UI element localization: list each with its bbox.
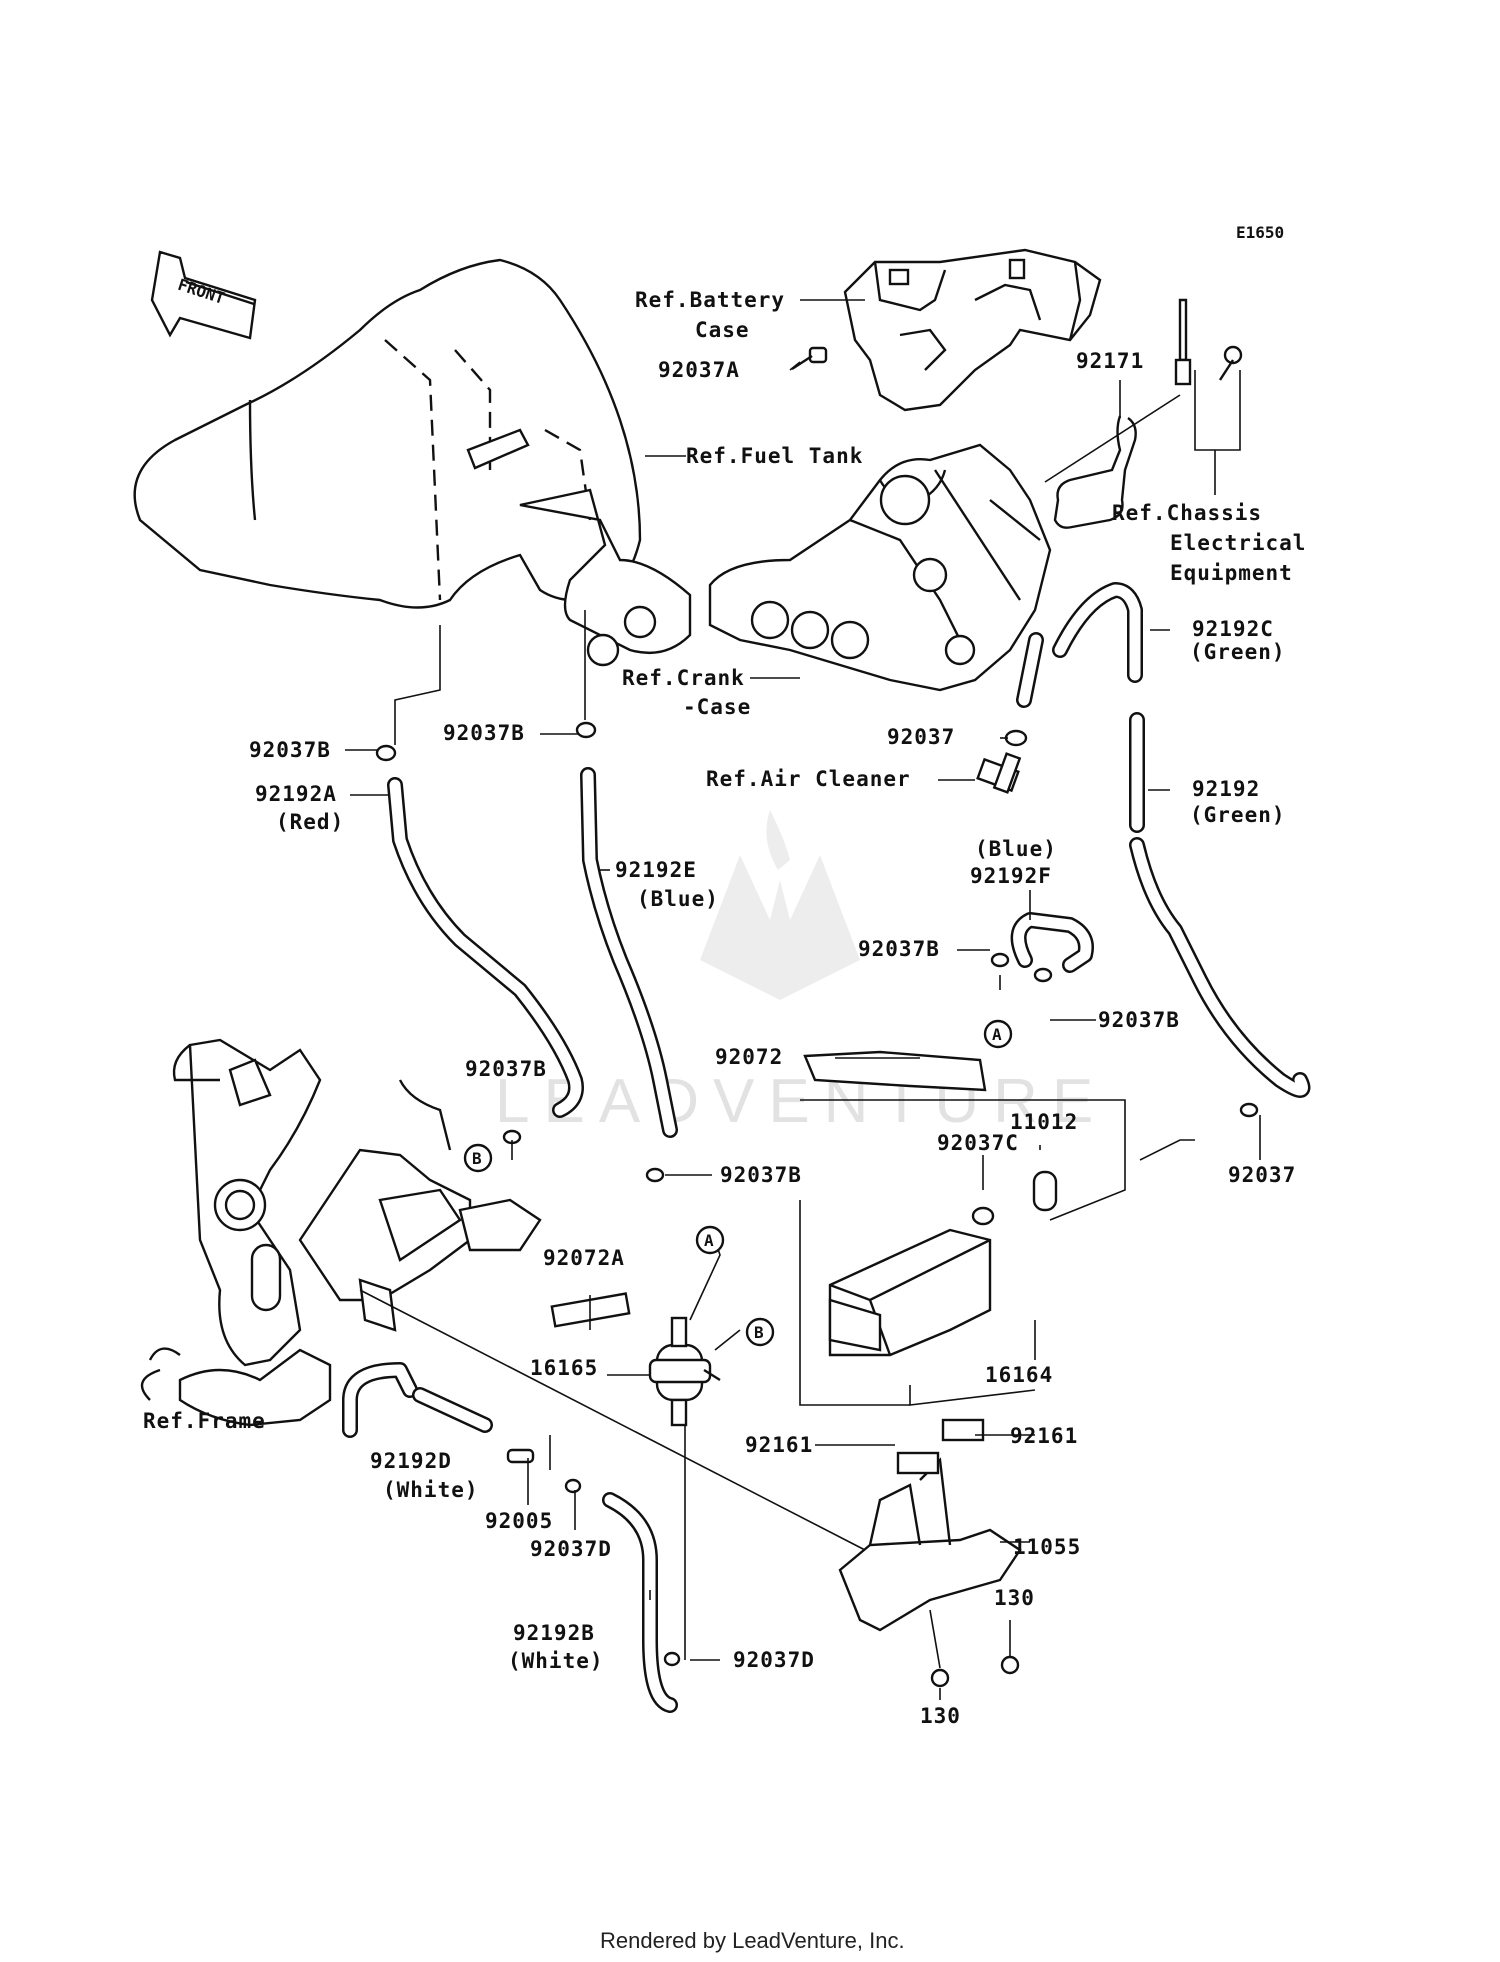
svg-text:B: B <box>472 1149 482 1168</box>
frame <box>140 1038 542 1427</box>
label-92171: 92171 <box>1076 349 1144 373</box>
label-ref-chassis-3: Equipment <box>1170 561 1293 585</box>
label-11012: 11012 <box>1010 1110 1078 1134</box>
label-92037-top: 92037 <box>887 725 955 749</box>
hoses <box>342 582 1311 1713</box>
label-92192B-color: (White) <box>508 1649 604 1673</box>
labels: Ref.Battery Case 92037A Ref.Fuel Tank 92… <box>143 288 1306 1728</box>
label-11055: 11055 <box>1013 1535 1081 1559</box>
leader-lines <box>214 299 1261 1700</box>
label-92192F: 92192F <box>970 864 1052 888</box>
label-ref-fuel-tank: Ref.Fuel Tank <box>686 444 863 468</box>
label-92037B-f2: 92037B <box>1098 1008 1180 1032</box>
svg-text:A: A <box>992 1025 1002 1044</box>
label-92072A: 92072A <box>543 1246 625 1270</box>
label-ref-crankcase-2: -Case <box>683 695 751 719</box>
diagram-code: E1650 <box>1236 223 1284 242</box>
callout-a-top: A <box>983 1019 1013 1049</box>
svg-text:B: B <box>754 1323 764 1342</box>
label-ref-battery-case-1: Ref.Battery <box>635 288 785 312</box>
chassis-electrical-bracket <box>1174 298 1243 386</box>
label-92037B-center: 92037B <box>720 1163 802 1187</box>
crankcase <box>708 443 1052 692</box>
label-92161-right: 92161 <box>1010 1424 1078 1448</box>
pipe-92171 <box>1053 415 1137 529</box>
label-92192-color: (Green) <box>1190 803 1286 827</box>
label-92037D-bottom: 92037D <box>733 1648 815 1672</box>
label-92072: 92072 <box>715 1045 783 1069</box>
label-92037B-mid: 92037B <box>443 721 525 745</box>
label-92192C-color: (Green) <box>1190 640 1286 664</box>
label-130-bottom: 130 <box>920 1704 961 1728</box>
watermark: LEADVENTURE <box>495 810 1107 1136</box>
label-92192B: 92192B <box>513 1621 595 1645</box>
watermark-text: LEADVENTURE <box>495 1067 1107 1136</box>
battery-case <box>843 248 1102 412</box>
label-92161-left: 92161 <box>745 1433 813 1457</box>
label-92192A-color: (Red) <box>276 810 344 834</box>
callout-b-bottom: B <box>745 1317 775 1347</box>
label-16164: 16164 <box>985 1363 1053 1387</box>
footer-text: Rendered by LeadVenture, Inc. <box>600 1928 905 1953</box>
label-92037C: 92037C <box>937 1131 1019 1155</box>
label-92192C: 92192C <box>1192 617 1274 641</box>
fuel-tank <box>133 258 692 667</box>
bracket-11055 <box>838 1418 1022 1632</box>
label-92037D-left: 92037D <box>530 1537 612 1561</box>
label-130-top: 130 <box>994 1586 1035 1610</box>
canister-16164 <box>828 1170 1058 1357</box>
label-92192F-color: (Blue) <box>975 837 1057 861</box>
label-ref-air-cleaner: Ref.Air Cleaner <box>706 767 911 791</box>
label-92192D: 92192D <box>370 1449 452 1473</box>
label-92037-right: 92037 <box>1228 1163 1296 1187</box>
label-92005: 92005 <box>485 1509 553 1533</box>
strap-92072 <box>803 1050 987 1092</box>
air-cleaner-fitting <box>976 752 1022 794</box>
label-ref-chassis-1: Ref.Chassis <box>1112 501 1262 525</box>
callout-a-bottom: A <box>695 1225 725 1255</box>
label-92037B-f1: 92037B <box>858 937 940 961</box>
label-92192E: 92192E <box>615 858 697 882</box>
label-16165: 16165 <box>530 1356 598 1380</box>
label-ref-frame: Ref.Frame <box>143 1409 266 1433</box>
front-arrow-icon: FRONT <box>150 250 257 340</box>
label-92192: 92192 <box>1192 777 1260 801</box>
filter-16165 <box>648 1316 721 1427</box>
callout-b-left: B <box>463 1143 493 1173</box>
label-92037B-hose-left: 92037B <box>465 1057 547 1081</box>
label-ref-battery-case-2: Case <box>695 318 750 342</box>
label-ref-crankcase-1: Ref.Crank <box>622 666 745 690</box>
label-92192E-color: (Blue) <box>637 887 719 911</box>
label-92192D-color: (White) <box>383 1478 479 1502</box>
label-92037A: 92037A <box>658 358 740 382</box>
label-ref-chassis-2: Electrical <box>1170 531 1306 555</box>
svg-text:A: A <box>704 1231 714 1250</box>
label-92037B-left: 92037B <box>249 738 331 762</box>
label-92192A: 92192A <box>255 782 337 806</box>
clamps <box>375 346 1259 1688</box>
callouts: A B A B <box>463 1019 1013 1347</box>
